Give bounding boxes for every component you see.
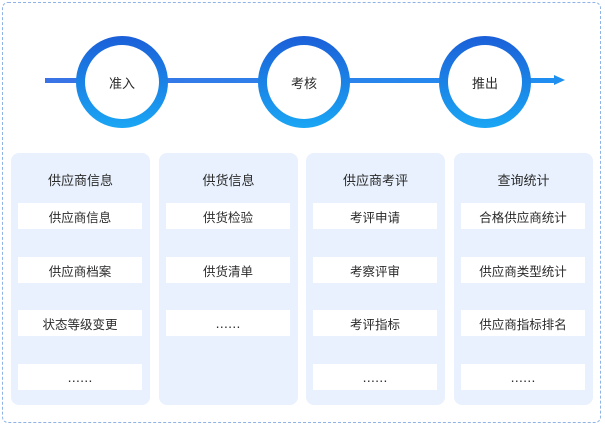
list-item: 供货检验 (166, 203, 290, 229)
column-supplier-info: 供应商信息 供应商信息 供应商档案 状态等级变更 …… (11, 153, 150, 405)
stage-circle-exit: 推出 (439, 36, 531, 128)
list-item: 供应商类型统计 (461, 257, 585, 283)
stage-label: 准入 (85, 45, 159, 119)
column-title: 供应商考评 (342, 174, 408, 189)
stage-label: 考核 (267, 45, 341, 119)
column-title: 供货信息 (202, 174, 255, 189)
list-item: 合格供应商统计 (461, 203, 585, 229)
list-item: 考评申请 (313, 203, 437, 229)
arrow-head-icon (554, 75, 565, 85)
list-item: 考评指标 (313, 310, 437, 336)
list-item: …… (166, 310, 290, 336)
column-title: 供应商信息 (47, 174, 113, 189)
column-title: 查询统计 (497, 174, 550, 189)
stage-label: 推出 (448, 45, 522, 119)
list-item: 供货清单 (166, 257, 290, 283)
stage-circle-assessment: 考核 (258, 36, 350, 128)
diagram-frame (2, 2, 601, 423)
list-item: …… (461, 364, 585, 390)
list-item: 状态等级变更 (18, 310, 142, 336)
list-item: 供应商信息 (18, 203, 142, 229)
column-supplier-evaluation: 供应商考评 考评申请 考察评审 考评指标 …… (306, 153, 445, 405)
list-item: 供应商指标排名 (461, 310, 585, 336)
column-query-statistics: 查询统计 合格供应商统计 供应商类型统计 供应商指标排名 …… (454, 153, 593, 405)
list-item: …… (18, 364, 142, 390)
list-item: …… (313, 364, 437, 390)
stage-circle-admission: 准入 (76, 36, 168, 128)
column-supply-info: 供货信息 供货检验 供货清单 …… (159, 153, 298, 405)
list-item: 考察评审 (313, 257, 437, 283)
list-item: 供应商档案 (18, 257, 142, 283)
